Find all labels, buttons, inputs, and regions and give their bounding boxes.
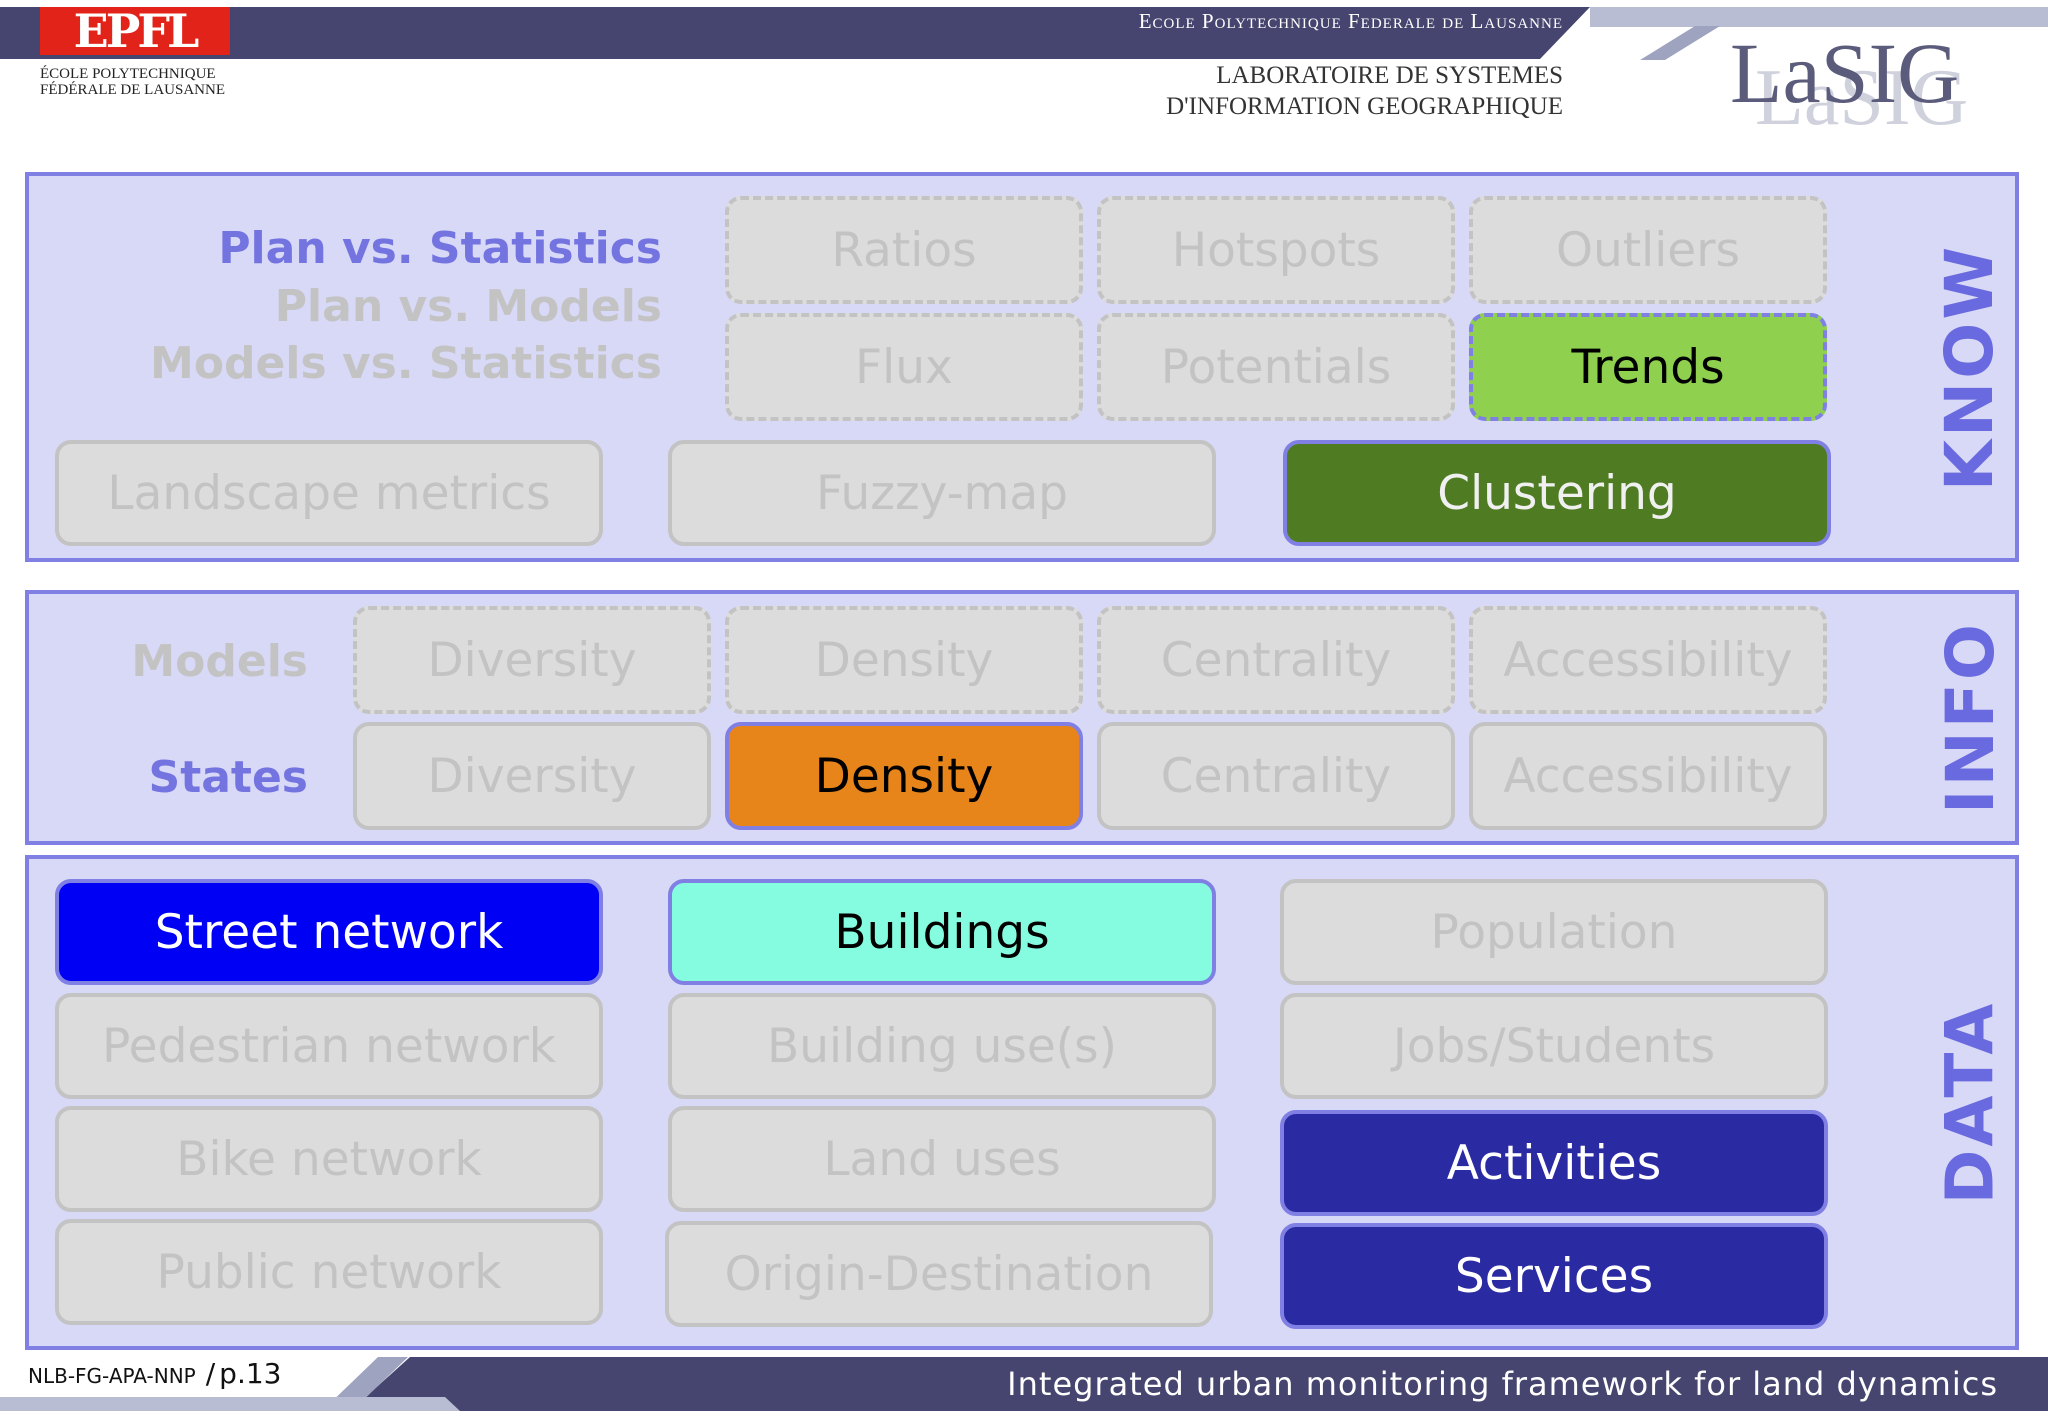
box-hotspots[interactable]: Hotspots (1097, 196, 1455, 304)
info-side-label: INFO (1931, 621, 2009, 814)
box-potentials[interactable]: Potentials (1097, 313, 1455, 421)
row-label-models: Models (131, 636, 308, 687)
box-population[interactable]: Population (1280, 879, 1828, 985)
box-public-network[interactable]: Public network (55, 1219, 603, 1325)
box-flux[interactable]: Flux (725, 313, 1083, 421)
page-number: p.13 (219, 1357, 282, 1390)
box-fuzzy-map[interactable]: Fuzzy-map (668, 440, 1216, 546)
box-services[interactable]: Services (1280, 1223, 1828, 1329)
data-side-label: DATA (1931, 1000, 2009, 1205)
epfl-logo-subtitle: École polytechnique fédérale de Lausanne (40, 66, 225, 98)
box-models-centrality[interactable]: Centrality (1097, 606, 1455, 714)
box-models-density[interactable]: Density (725, 606, 1083, 714)
box-pedestrian-network[interactable]: Pedestrian network (55, 993, 603, 1099)
slide-code: NLB-FG-APA-NNP (28, 1364, 196, 1388)
box-street-network[interactable]: Street network (55, 879, 603, 985)
lab-name: Laboratoire de systemes d'information ge… (1166, 62, 1563, 120)
lasig-logo: LaSIG (1730, 25, 1960, 121)
footer-stripe (0, 1397, 460, 1411)
slide-reference: NLB-FG-APA-NNP /p.13 (28, 1357, 281, 1390)
box-trends[interactable]: Trends (1469, 313, 1827, 421)
comparison-models-statistics: Models vs. Statistics (150, 338, 662, 389)
comparison-plan-statistics: Plan vs. Statistics (218, 223, 662, 274)
box-landscape-metrics[interactable]: Landscape metrics (55, 440, 603, 546)
box-bike-network[interactable]: Bike network (55, 1106, 603, 1212)
slide-separator: / (205, 1357, 216, 1390)
footer-title: Integrated urban monitoring framework fo… (1007, 1365, 1998, 1403)
box-states-centrality[interactable]: Centrality (1097, 722, 1455, 830)
box-states-density[interactable]: Density (725, 722, 1083, 830)
footer-band (350, 1357, 2048, 1411)
comparison-plan-models: Plan vs. Models (274, 281, 662, 332)
box-building-uses[interactable]: Building use(s) (668, 993, 1216, 1099)
epfl-logo: EPFL (40, 7, 230, 55)
box-models-diversity[interactable]: Diversity (353, 606, 711, 714)
header-slash (1640, 26, 1720, 60)
box-states-diversity[interactable]: Diversity (353, 722, 711, 830)
box-buildings[interactable]: Buildings (668, 879, 1216, 985)
box-jobs-students[interactable]: Jobs/Students (1280, 993, 1828, 1099)
school-name: Ecole Polytechnique Federale de Lausanne (1138, 9, 1563, 33)
box-outliers[interactable]: Outliers (1469, 196, 1827, 304)
box-ratios[interactable]: Ratios (725, 196, 1083, 304)
know-side-label: KNOW (1931, 243, 2009, 491)
box-models-accessibility[interactable]: Accessibility (1469, 606, 1827, 714)
box-origin-destination[interactable]: Origin-Destination (665, 1221, 1213, 1327)
box-land-uses[interactable]: Land uses (668, 1106, 1216, 1212)
row-label-states: States (148, 752, 308, 803)
header-stripe (1590, 7, 2048, 27)
box-states-accessibility[interactable]: Accessibility (1469, 722, 1827, 830)
lasig-logo-shadow: LaSIG (1755, 54, 1969, 142)
box-activities[interactable]: Activities (1280, 1110, 1828, 1216)
header-band (0, 7, 1590, 59)
box-clustering[interactable]: Clustering (1283, 440, 1831, 546)
